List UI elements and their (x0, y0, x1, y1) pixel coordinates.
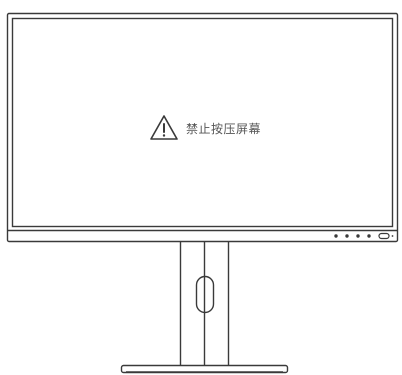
stand-cable-slot (195, 275, 215, 314)
warning-notice: 禁止按压屏幕 (149, 113, 261, 143)
power-button-icon[interactable] (378, 232, 394, 240)
control-button-3[interactable] (356, 234, 360, 238)
warning-text: 禁止按压屏幕 (186, 121, 262, 136)
monitor-frame (6, 12, 399, 243)
control-button-1[interactable] (334, 234, 338, 238)
stand-neck (179, 241, 230, 366)
monitor-screen (11, 17, 394, 228)
bezel-buttons (334, 234, 371, 238)
control-button-4[interactable] (367, 234, 371, 238)
control-button-2[interactable] (345, 234, 349, 238)
warning-triangle-icon (150, 115, 178, 140)
